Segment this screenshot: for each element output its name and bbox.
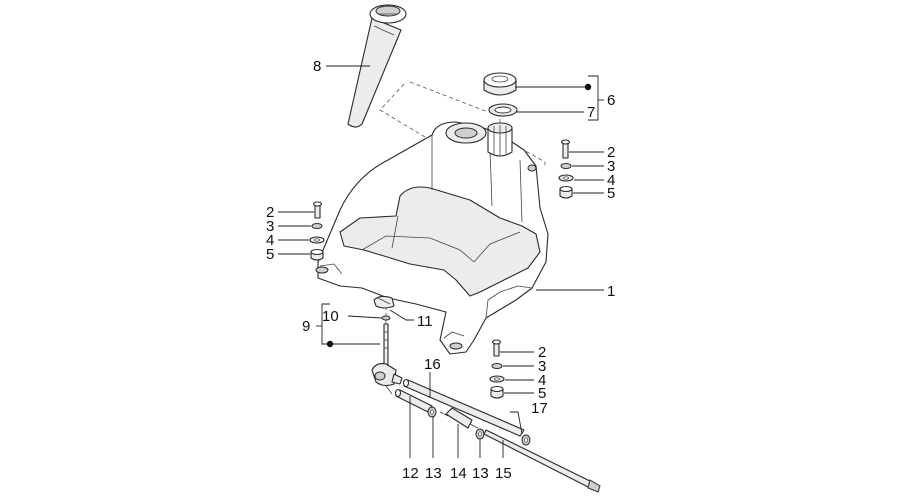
callout-12: 12 <box>402 465 419 482</box>
callout-1: 1 <box>607 283 615 300</box>
callout-6: 6 <box>607 92 615 109</box>
callout-5-upper-right: 5 <box>607 185 615 202</box>
callout-13-right: 13 <box>472 465 489 482</box>
fuel-tank <box>315 121 549 355</box>
callout-9: 9 <box>302 318 310 335</box>
hose-clamp-small-a <box>427 406 437 418</box>
assembly-guide-line <box>409 81 489 113</box>
callout-14: 14 <box>450 465 467 482</box>
hose-clamp <box>373 295 395 309</box>
callout-7: 7 <box>587 104 595 121</box>
callout-labels: 8 6 7 1 2 3 4 5 2 3 4 5 2 3 4 5 9 10 11 … <box>266 58 615 482</box>
callout-13-left: 13 <box>425 465 442 482</box>
fuel-filter <box>439 407 479 429</box>
callout-2-left: 2 <box>266 204 274 221</box>
fastener-stack-upper-right <box>558 139 574 199</box>
callout-15: 15 <box>495 465 512 482</box>
fuel-hose-long <box>402 378 525 437</box>
callout-4-upper-right: 4 <box>607 172 615 189</box>
fuel-level-sender <box>347 4 407 128</box>
hose-clamp-small-c <box>521 434 531 446</box>
group-marker-9 <box>326 340 334 348</box>
fuel-hose-short <box>394 388 433 413</box>
callout-3-lower-right: 3 <box>538 358 546 375</box>
assembly-guide-line <box>379 83 431 141</box>
callout-16: 16 <box>424 356 441 373</box>
o-ring <box>381 315 391 321</box>
assembly-guide-line <box>519 147 546 168</box>
callout-17: 17 <box>531 400 548 417</box>
callout-10: 10 <box>322 308 339 325</box>
callout-2-upper-right: 2 <box>607 144 615 161</box>
group-marker-6 <box>584 83 592 91</box>
callout-11: 11 <box>417 313 433 330</box>
vent-hose <box>483 429 601 493</box>
callout-2-lower-right: 2 <box>538 344 546 361</box>
cap-gasket <box>488 103 518 117</box>
leader-lines <box>278 65 604 458</box>
fastener-stack-lower-right <box>489 339 505 399</box>
callout-5-lower-right: 5 <box>538 385 546 402</box>
fuel-filler-cap <box>483 72 517 96</box>
fuel-tap-assembly <box>371 323 403 395</box>
callout-5-left: 5 <box>266 246 274 263</box>
callout-3-left: 3 <box>266 218 274 235</box>
callout-4-left: 4 <box>266 232 274 249</box>
callout-4-lower-right: 4 <box>538 372 546 389</box>
callout-3-upper-right: 3 <box>607 158 615 175</box>
fastener-stack-left <box>309 201 325 261</box>
callout-8: 8 <box>313 58 321 75</box>
hose-clamp-small-b <box>475 428 485 440</box>
